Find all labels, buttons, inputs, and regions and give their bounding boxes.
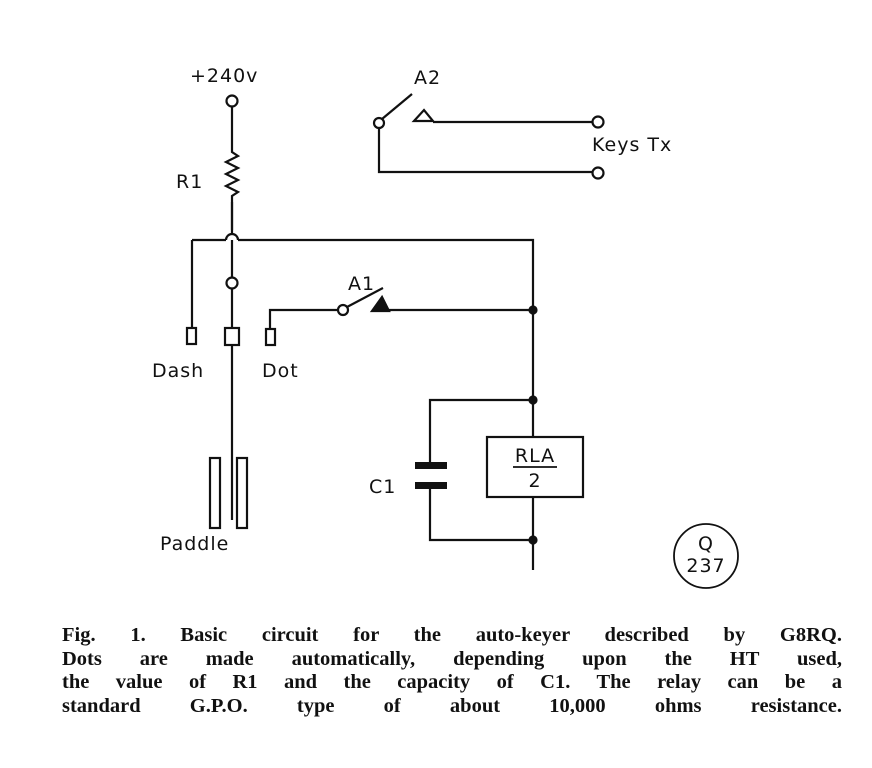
a1-pivot xyxy=(336,303,350,317)
capacitor-wire xyxy=(428,398,533,542)
a1-label: A1 xyxy=(348,273,375,295)
supply-terminal xyxy=(225,94,239,108)
supply-label: +240v xyxy=(190,65,258,87)
dot-wire xyxy=(268,308,338,329)
caption-line: Fig. 1. Basic circuit for the auto-keyer… xyxy=(62,624,842,646)
capacitor-plate xyxy=(415,462,447,469)
dot-contact xyxy=(264,327,277,347)
paddle-plate-right xyxy=(235,456,249,530)
keys-terminal-2 xyxy=(591,166,605,180)
keys-label: Keys Tx xyxy=(592,134,672,156)
a2-label: A2 xyxy=(414,67,441,89)
caption-line: the value of R1 and the capacity of C1. … xyxy=(62,671,842,693)
caption-line: standard G.P.O. type of about 10,000 ohm… xyxy=(62,694,842,717)
capacitor-plate xyxy=(415,482,447,489)
stamp-circle xyxy=(673,523,739,589)
a1-blade xyxy=(346,287,384,308)
dot-label: Dot xyxy=(262,360,299,382)
resistor-r1 xyxy=(223,107,241,230)
crossover-wire xyxy=(224,202,240,277)
a2-blade xyxy=(381,93,413,120)
dash-contact xyxy=(185,326,198,346)
stamp-letter: Q xyxy=(698,533,714,555)
center-contact xyxy=(223,326,241,347)
relay-label-bottom: 2 xyxy=(528,470,541,492)
a2-contact xyxy=(411,108,436,123)
stamp-number: 237 xyxy=(686,555,725,577)
capacitor-label: C1 xyxy=(369,476,396,498)
paddle-plate-left xyxy=(208,456,222,530)
caption-line: Dots are made automatically, depending u… xyxy=(62,647,842,670)
wire xyxy=(377,128,592,174)
figure-caption: Fig. 1. Basic circuit for the auto-keyer… xyxy=(62,624,842,718)
a1-contact xyxy=(369,294,391,313)
dash-label: Dash xyxy=(152,360,204,382)
junction xyxy=(528,305,538,315)
resistor-label: R1 xyxy=(176,171,203,193)
paddle-label: Paddle xyxy=(160,533,229,555)
paddle-terminal xyxy=(225,276,239,290)
relay-label-top: RLA xyxy=(515,445,555,467)
keys-terminal-1 xyxy=(591,115,605,129)
